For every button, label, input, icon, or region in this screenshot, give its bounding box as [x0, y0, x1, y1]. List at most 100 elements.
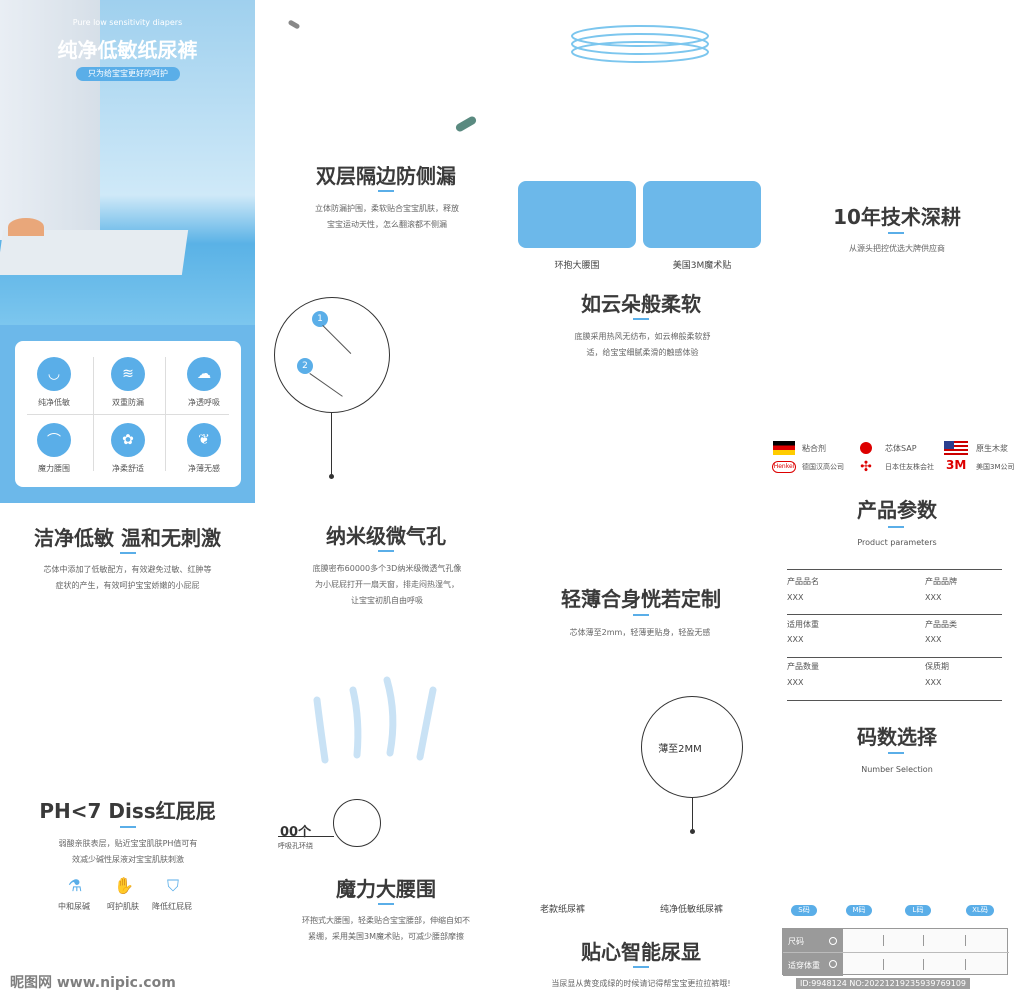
param-key: 产品品牌 [925, 577, 957, 586]
compare-right: 纯净低敏纸尿裤 [660, 905, 724, 915]
play-icon [829, 960, 837, 968]
layers-icon: ≋ [111, 357, 145, 391]
leak-desc: 立体防漏护围，柔软贴合宝宝肌肤，释放宝宝运动天性，怎么翻滚都不侧漏 [315, 204, 459, 229]
ph-title: PH<7 Diss红屁屁 [39, 799, 216, 823]
param-value: XXX [787, 678, 804, 687]
param-key: 产品品名 [787, 577, 819, 586]
nano-desc: 底膜密布60000多个3D纳米级微透气孔像为小屁屁打开一扇天窗，排走闷热湿气，让… [312, 564, 462, 605]
param-key: 产品品类 [925, 620, 957, 629]
3m-logo: 3M [946, 458, 967, 472]
leak-title: 双层隔边防侧漏 [316, 164, 456, 188]
play-icon [829, 937, 837, 945]
feature-item: ≋双重防漏 [95, 357, 161, 408]
pebble-decoration [454, 115, 478, 133]
feature-item: ❦净薄无感 [171, 423, 237, 474]
thin-circle [641, 696, 743, 798]
size-title: 码数选择 [857, 725, 937, 749]
brand-label: 芯体SAP [885, 444, 917, 453]
hero-title: 纯净低敏纸尿裤 [57, 38, 198, 62]
size-tag-m[interactable]: M码 [846, 905, 872, 916]
param-value: XXX [787, 593, 804, 602]
hero-subtitle: Pure low sensitivity diapers [72, 18, 183, 27]
params-subtitle: Product parameters [857, 538, 937, 547]
size-subtitle: Number Selection [861, 765, 933, 774]
brand-label: 粘合剂 [802, 444, 826, 453]
ph-icon-label: 呵护肌肤 [107, 902, 139, 911]
brand-company: 美国3M公司 [976, 463, 1015, 471]
param-divider [787, 614, 1002, 615]
diaper-icon: ◡ [37, 357, 71, 391]
accent-bar [633, 614, 649, 616]
waist-image [518, 181, 636, 248]
param-divider [787, 569, 1002, 570]
params-title: 产品参数 [857, 498, 937, 522]
size-tag-s[interactable]: S码 [791, 905, 817, 916]
japan-flag-icon [860, 442, 872, 454]
sumitomo-logo-icon: ✣ [860, 459, 872, 475]
feature-item: ☁净透呼吸 [171, 357, 237, 408]
param-value: XXX [925, 593, 942, 602]
feature-item: ✿净柔舒适 [95, 423, 161, 474]
accent-bar [633, 966, 649, 968]
thin-dot [690, 829, 695, 834]
size-tag-xl[interactable]: XL码 [966, 905, 994, 916]
henkel-logo: Henkel [772, 461, 796, 473]
ph-desc: 弱酸亲肤表层，贴近宝宝肌肤PH值可有效减少碱性尿液对宝宝肌肤刺激 [58, 839, 198, 864]
size-row-label: 适穿体重 [788, 961, 820, 970]
feature-item: ◡纯净低敏 [21, 357, 87, 408]
pebble-decoration [287, 19, 301, 30]
nano-title: 纳米级微气孔 [326, 524, 446, 548]
waist-desc: 环抱式大腰围，轻柔贴合宝宝腰部，伸缩自如不紧绷，采用美国3M魔术贴，可减少腰部摩… [302, 916, 470, 941]
accent-bar [378, 903, 394, 905]
size-tag-l[interactable]: L码 [905, 905, 931, 916]
coral-decoration [8, 218, 44, 236]
breath-circle [333, 799, 381, 847]
param-value: XXX [925, 678, 942, 687]
param-value: XXX [925, 635, 942, 644]
breath-caption: 呼吸孔环绕 [278, 842, 313, 850]
box-caption: 美国3M魔术贴 [672, 261, 732, 271]
brand-label: 原生木浆 [976, 444, 1008, 453]
accent-bar [888, 232, 904, 234]
usa-flag-icon [944, 441, 968, 455]
velcro-image [643, 181, 761, 248]
accent-bar [120, 552, 136, 554]
accent-bar [378, 550, 394, 552]
hero-tag: 只为给宝宝更好的呵护 [76, 67, 180, 81]
cotton-icon: ✿ [111, 423, 145, 457]
tech-desc: 从源头把控优选大牌供应商 [849, 244, 945, 253]
marker-2: 2 [297, 358, 313, 374]
leaf-icon: ❦ [187, 423, 221, 457]
germany-flag-icon [773, 441, 795, 455]
pointer-dot [329, 474, 334, 479]
param-key: 适用体重 [787, 620, 819, 629]
accent-bar [888, 526, 904, 528]
smart-title: 贴心智能尿显 [581, 940, 701, 964]
ph-icon-label: 中和尿碱 [58, 902, 90, 911]
cloud-desc: 底膜采用热风无纺布，如云棉般柔软舒适，给宝宝细腻柔滑的触感体验 [574, 332, 711, 357]
breath-icon: ☁ [187, 357, 221, 391]
pointer-line [331, 413, 332, 476]
zoom-circle [274, 297, 390, 413]
thin-circle-label: 薄至2MM [658, 744, 702, 755]
tech-title: 10年技术深耕 [833, 205, 961, 229]
thin-line [692, 798, 693, 831]
shield-icon: ⛉ [166, 876, 179, 895]
breath-count: 00个 [280, 825, 312, 840]
clean-desc: 芯体中添加了低敏配方，有效避免过敏、红肿等症状的产生，有效呵护宝宝娇嫩的小屁屁 [43, 565, 212, 590]
ring-decoration [571, 25, 709, 63]
feature-item: ⌒魔力腰围 [21, 423, 87, 474]
airflow-arrows [313, 676, 437, 764]
feature-panel: ◡纯净低敏 ≋双重防漏 ☁净透呼吸 ⌒魔力腰围 ✿净柔舒适 ❦净薄无感 [0, 325, 255, 503]
box-caption: 环抱大腰围 [554, 261, 600, 271]
param-divider [787, 657, 1002, 658]
param-value: XXX [787, 635, 804, 644]
marker-1: 1 [312, 311, 328, 327]
brand-company: 日本住友株会社 [885, 463, 934, 471]
thin-title: 轻薄合身恍若定制 [561, 587, 721, 611]
accent-bar [120, 826, 136, 828]
cloud-title: 如云朵般柔软 [581, 292, 701, 316]
param-key: 保质期 [925, 662, 949, 671]
param-divider [787, 700, 1002, 701]
smart-desc: 当尿显从黄变成绿的时候请记得帮宝宝更拉拉裤哦! [551, 979, 731, 988]
